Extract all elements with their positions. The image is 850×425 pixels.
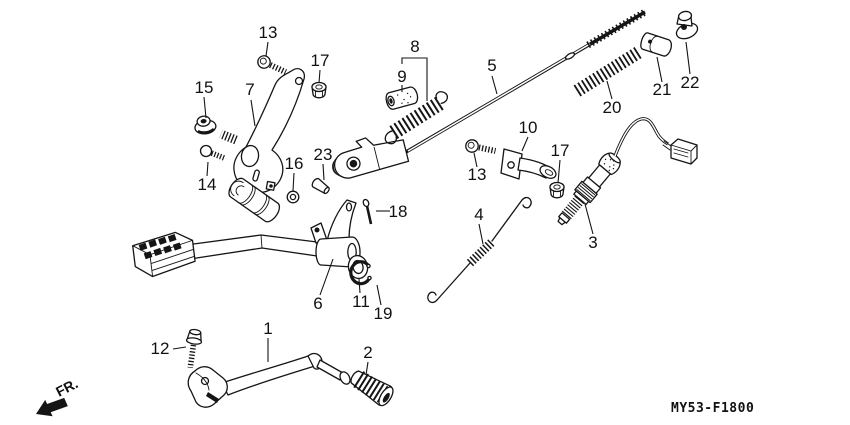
part-bolt-13a bbox=[257, 55, 288, 75]
part-label-4-18: 4 bbox=[474, 205, 483, 224]
fr-label: FR. bbox=[53, 375, 80, 399]
leader-line-7-3 bbox=[250, 99, 256, 127]
part-gearshift-pedal bbox=[187, 352, 351, 408]
part-flange-nut-15 bbox=[194, 115, 217, 135]
leader-line-19-21 bbox=[376, 284, 382, 306]
part-label-8-7: 8 bbox=[410, 37, 419, 56]
leader-line-13-12 bbox=[473, 152, 478, 168]
leader-line-2-23 bbox=[365, 361, 369, 376]
part-brake-rod bbox=[405, 8, 647, 154]
part-return-spring bbox=[384, 91, 449, 145]
part-label-21-15: 21 bbox=[653, 80, 672, 99]
leader-line-20-14 bbox=[606, 80, 613, 100]
part-brake-pedal bbox=[132, 199, 361, 278]
part-stop-switch-3 bbox=[557, 117, 698, 226]
part-bolt-12 bbox=[185, 328, 203, 369]
part-nut-16 bbox=[286, 190, 300, 204]
part-label-12-24: 12 bbox=[151, 339, 170, 358]
part-label-22-16: 22 bbox=[681, 73, 700, 92]
part-label-23-6: 23 bbox=[314, 145, 333, 164]
leader-line-22-16 bbox=[685, 41, 691, 75]
part-snap-ring-19 bbox=[349, 260, 372, 286]
part-nut-17a bbox=[311, 81, 327, 99]
part-pin-21 bbox=[640, 32, 672, 57]
part-label-6-19: 6 bbox=[313, 294, 322, 313]
part-bush bbox=[385, 86, 419, 110]
part-label-10-11: 10 bbox=[519, 118, 538, 137]
part-label-14-4: 14 bbox=[198, 175, 217, 194]
part-bolt-14 bbox=[199, 144, 227, 162]
part-pedal-spring-4 bbox=[427, 196, 532, 304]
part-pedal-rubber bbox=[350, 370, 394, 407]
leader-line-3-17 bbox=[584, 203, 594, 235]
front-direction-marker: FR. bbox=[36, 375, 80, 417]
part-label-19-21: 19 bbox=[374, 304, 393, 323]
leader-line-23-6 bbox=[322, 163, 325, 181]
leader-line-17-1 bbox=[318, 69, 321, 84]
part-label-9-8: 9 bbox=[397, 67, 406, 86]
part-label-1-22: 1 bbox=[263, 319, 272, 338]
leader-line-16-5 bbox=[292, 172, 295, 192]
part-label-5-9: 5 bbox=[487, 56, 496, 75]
leader-line-15-2 bbox=[203, 96, 207, 119]
leader-line-6-19 bbox=[319, 258, 334, 296]
part-cotter-pin-18 bbox=[362, 198, 373, 225]
part-label-17-13: 17 bbox=[551, 141, 570, 160]
part-pin-23 bbox=[311, 177, 330, 195]
part-label-7-3: 7 bbox=[245, 80, 254, 99]
leader-line-8-7 bbox=[401, 57, 428, 101]
part-label-2-23: 2 bbox=[363, 343, 372, 362]
leader-line-21-15 bbox=[656, 56, 663, 83]
part-bolt-13b bbox=[465, 139, 497, 154]
leader-line-14-4 bbox=[206, 161, 209, 177]
part-label-13-12: 13 bbox=[468, 165, 487, 184]
leader-line-5-9 bbox=[491, 75, 498, 95]
part-label-3-17: 3 bbox=[588, 233, 597, 252]
part-label-20-14: 20 bbox=[603, 98, 622, 117]
part-label-16-5: 16 bbox=[285, 154, 304, 173]
part-rod-clevis bbox=[332, 137, 410, 179]
part-label-15-2: 15 bbox=[195, 78, 214, 97]
part-label-13-0: 13 bbox=[259, 23, 278, 42]
fr-arrow-icon bbox=[36, 397, 68, 417]
leader-line-11-20 bbox=[358, 278, 361, 294]
diagram-code: MY53-F1800 bbox=[671, 401, 755, 416]
part-switch-stay-10 bbox=[500, 148, 557, 180]
leader-line-12-24 bbox=[172, 346, 187, 350]
leader-line-13-0 bbox=[265, 41, 269, 57]
part-nut-17b bbox=[549, 181, 565, 199]
part-label-17-1: 17 bbox=[311, 51, 330, 70]
leader-line-4-18 bbox=[478, 223, 484, 245]
part-switch-spring-20 bbox=[573, 46, 643, 97]
leader-line-17-13 bbox=[557, 159, 561, 184]
part-label-18-10: 18 bbox=[389, 202, 408, 221]
part-label-11-20: 11 bbox=[352, 292, 370, 311]
part-adjust-nut-22 bbox=[675, 10, 699, 40]
part-pedal-bracket bbox=[219, 67, 305, 223]
leader-line-10-11 bbox=[521, 136, 529, 152]
